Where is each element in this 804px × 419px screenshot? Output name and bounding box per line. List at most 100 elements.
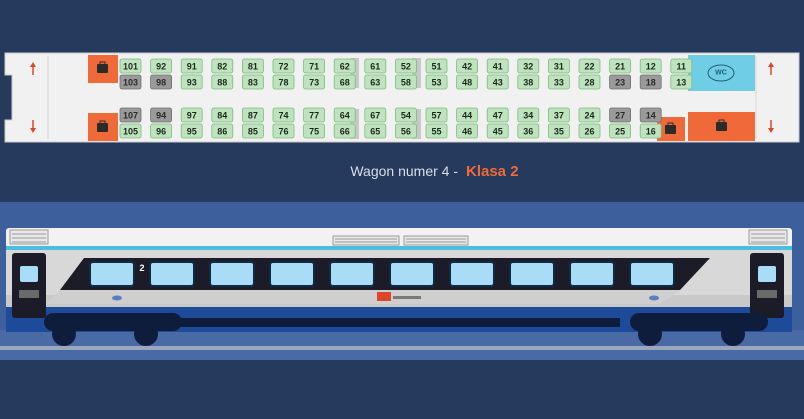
seat[interactable]: 13 [670, 74, 693, 90]
seat-box[interactable] [456, 107, 479, 123]
seat-box[interactable] [517, 74, 540, 90]
seat[interactable]: 58 [394, 74, 417, 90]
seat[interactable]: 83 [241, 74, 264, 90]
seat-box[interactable] [333, 74, 356, 90]
seat-box[interactable] [486, 58, 509, 74]
seat-box[interactable] [578, 107, 601, 123]
seat[interactable]: 64 [333, 107, 356, 123]
seat-box[interactable] [364, 58, 387, 74]
seat[interactable]: 88 [211, 74, 234, 90]
seat-box[interactable] [456, 74, 479, 90]
seat-box[interactable] [394, 107, 417, 123]
seat-box[interactable] [456, 123, 479, 139]
seat[interactable]: 92 [150, 58, 173, 74]
seat[interactable]: 74 [272, 107, 295, 123]
seat-box[interactable] [211, 107, 234, 123]
seat[interactable]: 75 [303, 123, 326, 139]
seat[interactable]: 38 [517, 74, 540, 90]
seat-box[interactable] [548, 123, 570, 139]
seat-box[interactable] [180, 107, 203, 123]
seat[interactable]: 16 [639, 123, 662, 139]
seat-box[interactable] [272, 58, 295, 74]
seat-box[interactable] [364, 123, 387, 139]
seat[interactable]: 34 [517, 107, 540, 123]
seat-box[interactable] [180, 58, 203, 74]
seat[interactable]: 31 [548, 58, 570, 74]
seat-box[interactable] [272, 107, 295, 123]
seat[interactable]: 105 [119, 123, 142, 139]
seat-box[interactable] [486, 107, 509, 123]
seat[interactable]: 68 [333, 74, 356, 90]
seat[interactable]: 86 [211, 123, 234, 139]
seat-box[interactable] [150, 123, 173, 139]
seat[interactable]: 35 [548, 123, 570, 139]
seat-box[interactable] [517, 123, 540, 139]
seat[interactable]: 52 [394, 58, 417, 74]
seat[interactable]: 95 [180, 123, 203, 139]
seat[interactable]: 44 [456, 107, 479, 123]
seat-box[interactable] [241, 58, 264, 74]
seat-box[interactable] [425, 107, 448, 123]
seat[interactable]: 61 [364, 58, 387, 74]
seat[interactable]: 11 [670, 58, 693, 74]
seat-box[interactable] [241, 74, 264, 90]
seat-box[interactable] [333, 58, 356, 74]
seat[interactable]: 65 [364, 123, 387, 139]
seat-box[interactable] [303, 58, 326, 74]
seat[interactable]: 76 [272, 123, 295, 139]
seat-box[interactable] [394, 123, 417, 139]
seat[interactable]: 21 [609, 58, 631, 74]
seat-box[interactable] [456, 58, 479, 74]
seat[interactable]: 78 [272, 74, 295, 90]
seat-box[interactable] [303, 74, 326, 90]
seat-box[interactable] [364, 74, 387, 90]
seat-box[interactable] [364, 107, 387, 123]
seat[interactable]: 82 [211, 58, 234, 74]
seat-box[interactable] [425, 74, 448, 90]
seat-box[interactable] [180, 123, 203, 139]
seat[interactable]: 46 [456, 123, 479, 139]
seat[interactable]: 37 [548, 107, 570, 123]
seat[interactable]: 73 [303, 74, 326, 90]
seat[interactable]: 96 [150, 123, 173, 139]
seat-box[interactable] [548, 58, 570, 74]
seat-box[interactable] [272, 74, 295, 90]
seat-box[interactable] [609, 58, 631, 74]
seat-box[interactable] [211, 58, 234, 74]
seat[interactable]: 72 [272, 58, 295, 74]
seat[interactable]: 97 [180, 107, 203, 123]
seat-box[interactable] [119, 58, 142, 74]
seat[interactable]: 66 [333, 123, 356, 139]
seat-box[interactable] [150, 58, 173, 74]
seat[interactable]: 41 [486, 58, 509, 74]
seat-box[interactable] [303, 107, 326, 123]
seat[interactable]: 85 [241, 123, 264, 139]
seat-box[interactable] [670, 74, 693, 90]
seat-box[interactable] [119, 123, 142, 139]
seat[interactable]: 81 [241, 58, 264, 74]
seat[interactable]: 45 [486, 123, 509, 139]
seat[interactable]: 42 [456, 58, 479, 74]
seat-box[interactable] [272, 123, 295, 139]
seat[interactable]: 54 [394, 107, 417, 123]
seat[interactable]: 84 [211, 107, 234, 123]
seat[interactable]: 62 [333, 58, 356, 74]
seat-box[interactable] [333, 123, 356, 139]
seat-box[interactable] [639, 123, 662, 139]
seat[interactable]: 93 [180, 74, 203, 90]
seat-box[interactable] [517, 58, 540, 74]
seat-box[interactable] [333, 107, 356, 123]
seat[interactable]: 55 [425, 123, 448, 139]
seat[interactable]: 33 [548, 74, 570, 90]
seat[interactable]: 67 [364, 107, 387, 123]
seat[interactable]: 32 [517, 58, 540, 74]
seat-box[interactable] [425, 58, 448, 74]
seat-box[interactable] [517, 107, 540, 123]
seat-box[interactable] [394, 58, 417, 74]
seat[interactable]: 101 [119, 58, 142, 74]
seat[interactable]: 47 [486, 107, 509, 123]
seat-box[interactable] [609, 123, 631, 139]
seat-box[interactable] [578, 74, 601, 90]
seat[interactable]: 53 [425, 74, 448, 90]
seat-box[interactable] [578, 58, 601, 74]
